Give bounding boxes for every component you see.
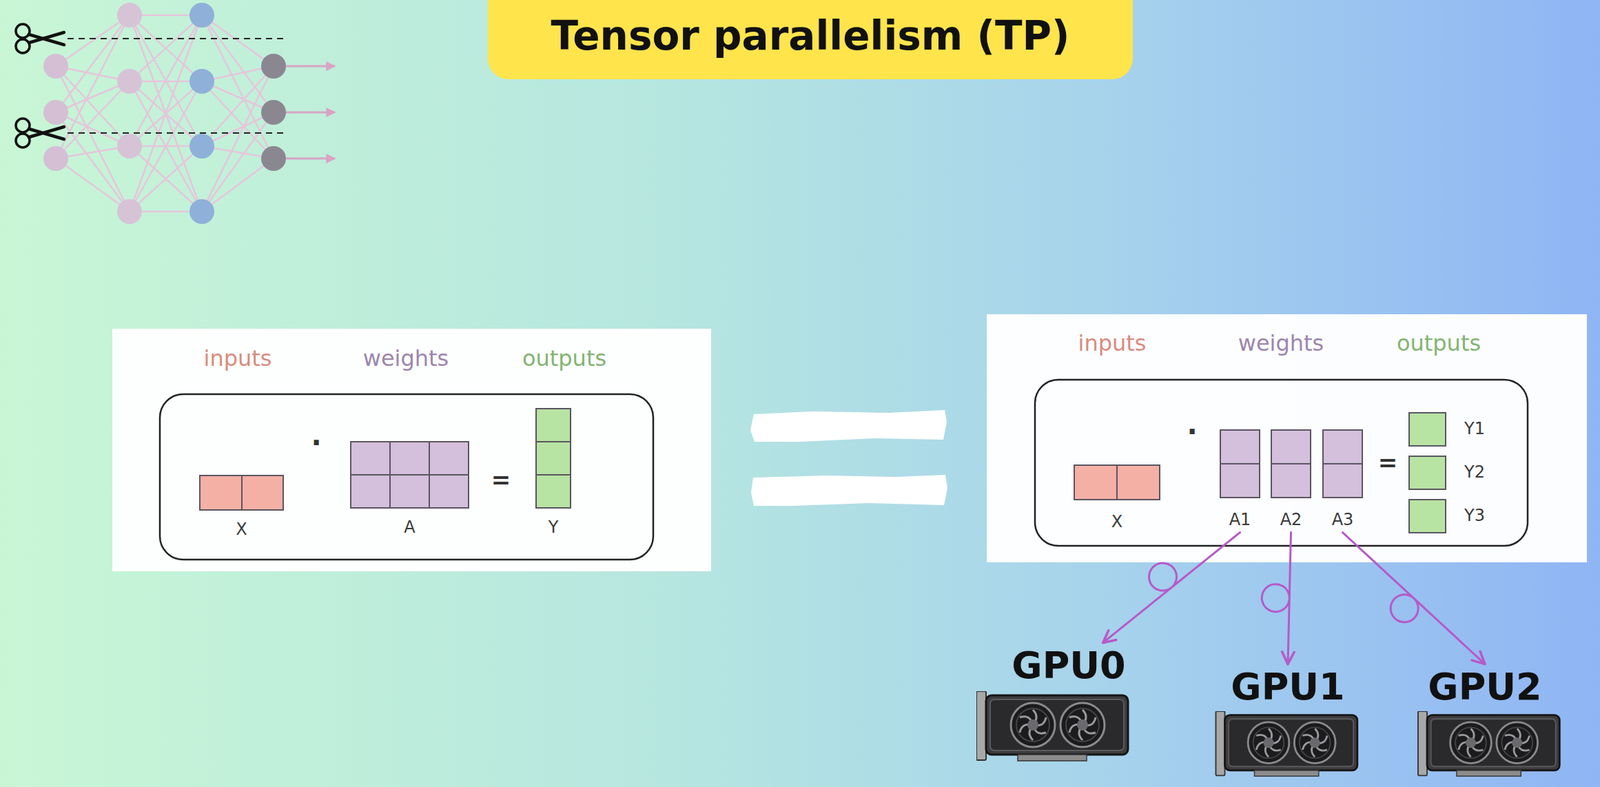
matrix-grid	[1219, 429, 1261, 499]
matrix-label: A2	[1280, 510, 1303, 530]
matrix-grid	[199, 474, 284, 511]
equals-stroke	[751, 474, 948, 506]
column-heading: weights	[1238, 330, 1325, 357]
equals-sign: =	[491, 467, 512, 492]
matrix-block: A1	[1219, 429, 1261, 530]
multiply-sign: ·	[310, 428, 322, 457]
matrix-cell	[536, 409, 570, 441]
gpu-label: GPU0	[1011, 646, 1126, 686]
curly-arrow	[1103, 532, 1241, 643]
matrix-block: X	[1073, 464, 1161, 532]
matrix-block: A2	[1270, 429, 1312, 530]
matrix-cell	[242, 476, 284, 510]
matrix-label: Y2	[1464, 463, 1485, 483]
gpu-device: GPU1	[1230, 667, 1345, 707]
matrix-block: A3	[1322, 429, 1363, 530]
matrix-grid	[1270, 429, 1312, 499]
matmul-panel: X A Yinputs weights outputs	[112, 328, 712, 572]
title-banner: Tensor parallelism (TP)	[487, 0, 1133, 80]
matrix-label: X	[235, 520, 247, 540]
matrix-label: A3	[1331, 510, 1355, 530]
matrix-grid	[1322, 429, 1363, 499]
gpu-label: GPU2	[1427, 667, 1542, 707]
matrix-cell	[1323, 430, 1362, 464]
gpu-device: GPU2	[1427, 667, 1542, 707]
matrix-cell	[1221, 464, 1259, 497]
matrix-cell	[1409, 413, 1445, 446]
curly-arrow	[1261, 532, 1291, 665]
matrix-cell	[390, 475, 429, 508]
matrix-cell	[1074, 465, 1117, 499]
curly-arrow	[1342, 532, 1486, 665]
gpu-device: GPU0	[1011, 646, 1126, 686]
matrix-block: Y3	[1408, 498, 1485, 534]
matrix-grid	[1073, 464, 1161, 501]
column-heading: outputs	[1396, 330, 1481, 357]
matrix-grid	[350, 440, 470, 509]
column-heading: outputs	[522, 345, 607, 372]
matrix-block: A	[350, 440, 470, 538]
nn-connections	[55, 15, 274, 212]
equals-sign: =	[1378, 450, 1399, 475]
gpu-icon	[1215, 711, 1357, 776]
panel-background	[112, 328, 712, 572]
matrix-cell	[1272, 430, 1310, 464]
matrix-block: Y2	[1408, 455, 1485, 490]
matrix-cell	[536, 442, 570, 475]
scissors-icon	[15, 118, 65, 148]
multiply-sign: ·	[1186, 417, 1197, 446]
matrix-cell	[1272, 464, 1310, 497]
inner-frame	[1034, 379, 1528, 546]
matrix-label: A	[403, 518, 415, 538]
matrix-cell	[1221, 430, 1259, 464]
matrix-cell	[1409, 500, 1445, 532]
column-heading: inputs	[1078, 330, 1147, 357]
neural-net-illustration	[15, 2, 335, 224]
column-heading: inputs	[203, 345, 273, 372]
matrix-cell	[429, 442, 468, 475]
matrix-grid	[1408, 498, 1447, 534]
cut-lines	[67, 38, 286, 133]
matrix-cell	[1409, 456, 1445, 489]
matrix-cell	[390, 442, 429, 475]
nn-output-arrows	[285, 66, 335, 159]
matrix-label: Y1	[1464, 419, 1485, 439]
matrix-block: X	[199, 474, 284, 540]
column-heading: weights	[363, 345, 450, 372]
matrix-grid	[535, 407, 572, 509]
gpu-icon	[976, 691, 1128, 761]
matrix-cell	[1323, 464, 1362, 497]
matrix-cell	[200, 476, 242, 510]
matrix-cell	[351, 475, 390, 508]
nn-neurons	[43, 2, 286, 224]
matrix-grid	[1408, 412, 1447, 447]
matrix-cell	[351, 442, 390, 475]
gpu-label: GPU1	[1230, 667, 1345, 707]
matrix-label: Y	[548, 518, 559, 538]
matrix-label: A1	[1229, 510, 1252, 530]
inner-frame	[159, 394, 654, 560]
matrix-grid	[1408, 455, 1447, 490]
matrix-label: Y3	[1464, 506, 1485, 526]
scissors-icon	[15, 24, 65, 54]
matrix-block: Y1	[1408, 412, 1485, 447]
matrix-block: Y	[535, 407, 572, 538]
matrix-cell	[429, 475, 468, 508]
gpu-icon	[1418, 711, 1560, 776]
panel-background	[986, 314, 1587, 563]
matrix-cell	[536, 475, 570, 508]
matrix-label: X	[1111, 512, 1123, 532]
matrix-cell	[1117, 465, 1160, 499]
equals-stroke	[750, 409, 947, 442]
title-text: Tensor parallelism (TP)	[550, 12, 1070, 60]
matmul-panel: X A1 A2 A3 Y1Y2Y3 inputs weights outputs	[986, 314, 1587, 563]
